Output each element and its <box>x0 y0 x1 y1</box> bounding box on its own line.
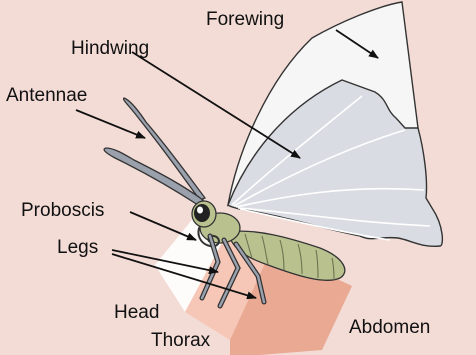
antennae <box>104 98 205 205</box>
label-head: Head <box>114 302 159 323</box>
label-antennae: Antennae <box>6 85 87 106</box>
proboscis-pointer <box>130 212 196 240</box>
eye-highlight <box>197 207 203 214</box>
antennae-pointer <box>76 110 145 138</box>
label-legs: Legs <box>57 237 98 258</box>
label-hindwing: Hindwing <box>71 38 149 59</box>
compound-eye <box>194 204 210 222</box>
label-proboscis: Proboscis <box>21 200 104 221</box>
label-abdomen: Abdomen <box>349 317 430 338</box>
label-thorax: Thorax <box>151 330 211 351</box>
label-forewing: Forewing <box>206 9 284 30</box>
